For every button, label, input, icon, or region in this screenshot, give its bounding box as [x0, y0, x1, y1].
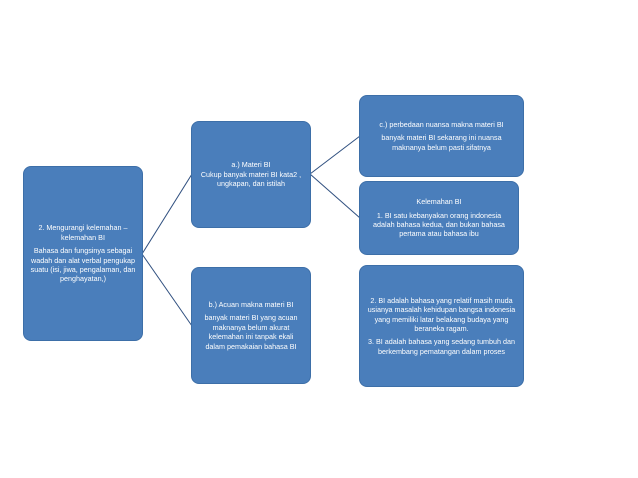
nuansa-node-desc: banyak materi BI sekarang ini nuansa mak… [381, 133, 502, 152]
relatif-node-item-2: 2. BI adalah bahasa yang relatif masih m… [367, 295, 516, 333]
kelemahan-node-item-1: 1. BI satu kebanyakan orang indonesia ad… [373, 210, 505, 239]
connector-main-materi [141, 173, 193, 255]
main-node-desc: Bahasa dan fungsinya sebagai wadah dan a… [30, 246, 136, 284]
relatif-node: 2. BI adalah bahasa yang relatif masih m… [360, 266, 523, 386]
connector-materi-nuansa [309, 135, 361, 175]
nuansa-node: c.) perbedaan nuansa makna materi BI ban… [360, 96, 523, 176]
materi-node-title: a.) Materi BI [231, 160, 271, 170]
connector-main-acuan [141, 253, 193, 327]
acuan-node: b.) Acuan makna materi BI banyak materi … [192, 268, 310, 383]
materi-node-desc: Cukup banyak materi BI kata2 , ungkapan,… [200, 169, 302, 189]
main-node: 2. Mengurangi kelemahan – kelemahan BI B… [24, 167, 142, 340]
acuan-node-desc: banyak materi BI yang acuan maknanya bel… [204, 313, 298, 351]
main-node-title-2: kelemahan BI [61, 232, 105, 242]
materi-node: a.) Materi BI Cukup banyak materi BI kat… [192, 122, 310, 227]
kelemahan-node: Kelemahan BI 1. BI satu kebanyakan orang… [360, 182, 518, 254]
kelemahan-node-title: Kelemahan BI [416, 197, 462, 207]
main-node-title: 2. Mengurangi kelemahan – [38, 223, 128, 233]
connector-materi-kelemahan [309, 173, 361, 219]
nuansa-node-title: c.) perbedaan nuansa makna materi BI [379, 119, 504, 129]
acuan-node-title: b.) Acuan makna materi BI [208, 300, 294, 310]
relatif-node-item-3: 3. BI adalah bahasa yang sedang tumbuh d… [367, 337, 516, 356]
